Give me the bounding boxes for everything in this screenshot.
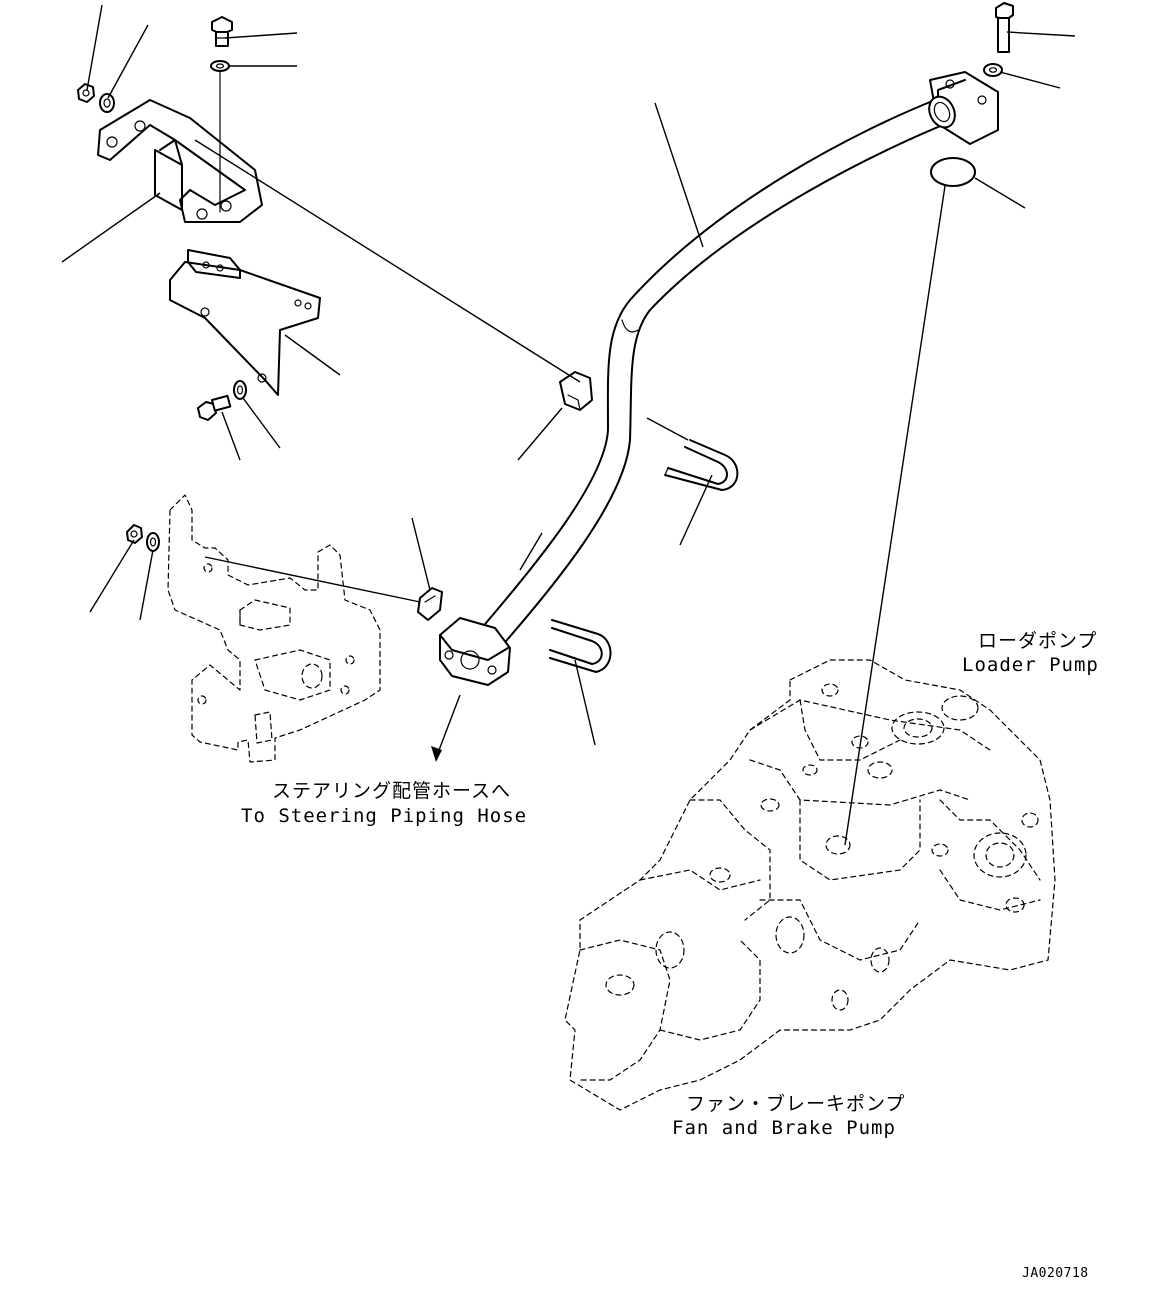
u-bolt-upper (664, 439, 739, 491)
bolt-top-center (211, 16, 233, 47)
leader-lines (61, 4, 1076, 846)
fan-brake-pump-label-jp: ファン・ブレーキポンプ (686, 1093, 906, 1115)
washer-top-left (99, 93, 115, 113)
drawing-number: JA020718 (1022, 1266, 1089, 1281)
washer-top-right (983, 63, 1003, 77)
pipe-flange-top (928, 71, 999, 145)
o-ring (930, 157, 976, 187)
loader-pump-label-en: Loader Pump (962, 654, 1099, 676)
nut-frame-left (126, 524, 143, 544)
mounting-plate (169, 249, 321, 396)
upper-bracket (97, 99, 263, 223)
bolt-lower-left (197, 394, 232, 421)
nut-top-left (77, 83, 95, 103)
frame-reference (167, 494, 381, 763)
washer-lower-left (233, 380, 247, 400)
bolt-top-right (995, 2, 1014, 53)
fan-brake-pump-label-en: Fan and Brake Pump (672, 1117, 896, 1139)
u-bolt-lower (549, 619, 612, 673)
main-pipe (479, 99, 956, 649)
pipe-flange-bottom (439, 617, 511, 686)
pump-assembly (564, 659, 1056, 1111)
clip-lower (417, 587, 443, 621)
washer-frame-left (146, 532, 160, 552)
steering-hose-label-jp: ステアリング配管ホースへ (272, 780, 512, 802)
loader-pump-label-jp: ローダポンプ (978, 630, 1098, 652)
washer-top-center (210, 60, 230, 72)
clip-upper (559, 371, 593, 411)
steering-hose-label-en: To Steering Piping Hose (241, 805, 528, 827)
